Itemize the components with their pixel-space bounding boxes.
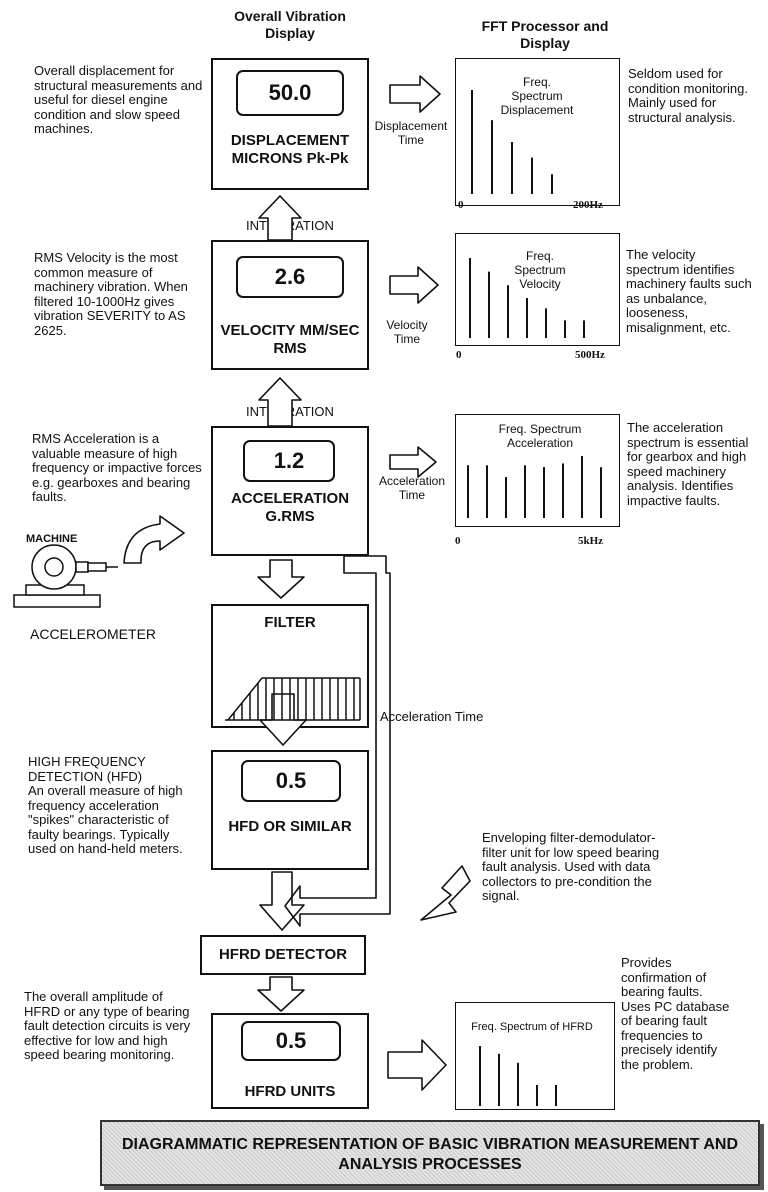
hfrd-units-label: HFRD UNITS (244, 1083, 336, 1100)
hfrd-spectrum-title: Freq. Spectrum of HFRD (471, 1021, 593, 1033)
hfd-note-title: HIGH FREQUENCY DETECTION (HFD) (28, 754, 146, 784)
overall-display-header: Overall Vibration Display (234, 8, 346, 41)
enveloping-note: Enveloping filter-demodulator-filter uni… (482, 830, 660, 903)
velocity-readout: 2.6 (236, 256, 344, 298)
accelerometer-sensor (87, 562, 107, 572)
hfd-box: 0.5 HFD OR SIMILAR (211, 750, 369, 870)
footer-title: DIAGRAMMATIC REPRESENTATION OF BASIC VIB… (122, 1136, 738, 1173)
hfd-label: HFD OR SIMILAR (228, 818, 352, 835)
right-arrow-acceleration (389, 446, 437, 478)
diagonal-arrow-enveloping (420, 865, 471, 921)
machine-label: MACHINE (26, 533, 78, 545)
hfrd-right-note: Provides confirmation of bearing faults.… (621, 955, 730, 1072)
hfrd-units-readout: 0.5 (241, 1021, 341, 1061)
accelerometer-label: ACCELEROMETER (30, 626, 157, 642)
hfd-readout: 0.5 (241, 760, 341, 802)
acceleration-note: RMS Acceleration is a valuable measure o… (32, 431, 202, 504)
displacement-spectrum-box (455, 58, 620, 206)
acceleration-box: 1.2 ACCELERATION G.RMS (211, 426, 369, 556)
displacement-label: DISPLACEMENT MICRONS Pk-Pk (230, 132, 350, 167)
displacement-readout: 50.0 (236, 70, 344, 116)
displacement-box: 50.0 DISPLACEMENT MICRONS Pk-Pk (211, 58, 369, 190)
down-arrow-to-hfrd-units (257, 976, 305, 1012)
acceleration-right-note: The acceleration spectrum is essential f… (627, 420, 749, 508)
velocity-box: 2.6 VELOCITY MM/SEC RMS (211, 240, 369, 370)
displacement-spectrum-title: Freq. Spectrum Displacement (500, 75, 574, 117)
acceleration-axis-end: 5kHz (578, 535, 604, 547)
up-arrow-integration-1 (258, 195, 302, 241)
acceleration-signal: Acceleration Time (378, 474, 446, 502)
machine-shaft (44, 557, 64, 577)
machine-base (13, 594, 101, 608)
footer-banner: DIAGRAMMATIC REPRESENTATION OF BASIC VIB… (100, 1120, 760, 1186)
acceleration-readout: 1.2 (243, 440, 335, 482)
filter-graphic (225, 677, 361, 721)
displacement-note: Overall displacement for structural meas… (34, 63, 203, 136)
filter-side-signal: Acceleration Time (380, 709, 484, 724)
fft-display-header: FFT Processor and Display (481, 18, 609, 51)
displacement-signal: Displacement Time (374, 119, 448, 147)
right-arrow-hfrd (387, 1039, 447, 1091)
acceleration-axis-start: 0 (455, 535, 461, 547)
filter-hatch (233, 678, 355, 720)
hfrd-spectrum-box (455, 1002, 615, 1110)
displacement-axis-start: 0 (458, 199, 464, 211)
acceleration-label: ACCELERATION G.RMS (230, 490, 350, 525)
displacement-axis-end: 200Hz (573, 199, 603, 211)
hfrd-detector-box: HFRD DETECTOR (200, 935, 366, 975)
velocity-axis-start: 0 (456, 349, 462, 361)
velocity-axis-end: 500Hz (575, 349, 605, 361)
velocity-signal: Velocity Time (386, 318, 428, 346)
displacement-spectrum-bars (471, 90, 553, 194)
velocity-spectrum-title: Freq. Spectrum Velocity (514, 249, 566, 291)
hfrd-units-box: 0.5 HFRD UNITS (211, 1013, 369, 1109)
velocity-right-note: The velocity spectrum identifies machine… (626, 247, 752, 335)
machine-drawing (13, 544, 118, 608)
velocity-spectrum-box (455, 233, 620, 346)
right-arrow-velocity (389, 266, 439, 304)
velocity-label: VELOCITY MM/SEC RMS (220, 322, 360, 357)
displacement-right-note: Seldom used for condition monitoring. Ma… (628, 66, 748, 125)
acceleration-spectrum-box (455, 414, 620, 527)
machine-coupling (75, 561, 89, 573)
down-arrow-to-filter (257, 559, 305, 599)
right-arrow-displacement (389, 75, 441, 113)
hfrd-detector-label: HFRD DETECTOR (218, 946, 348, 963)
hfrd-units-note: The overall amplitude of HFRD or any typ… (24, 989, 191, 1062)
hfd-note: An overall measure of high frequency acc… (28, 783, 183, 856)
acceleration-spectrum-bars (467, 456, 602, 518)
velocity-note: RMS Velocity is the most common measure … (34, 250, 188, 338)
velocity-spectrum-bars (469, 258, 585, 338)
up-arrow-integration-2 (258, 377, 302, 427)
machine-curved-arrow (123, 515, 185, 564)
hfrd-spectrum-bars (479, 1046, 557, 1106)
acceleration-spectrum-title: Freq. Spectrum Acceleration (498, 422, 582, 450)
acceleration-signal-path (284, 555, 391, 927)
filter-label: FILTER (264, 614, 316, 631)
